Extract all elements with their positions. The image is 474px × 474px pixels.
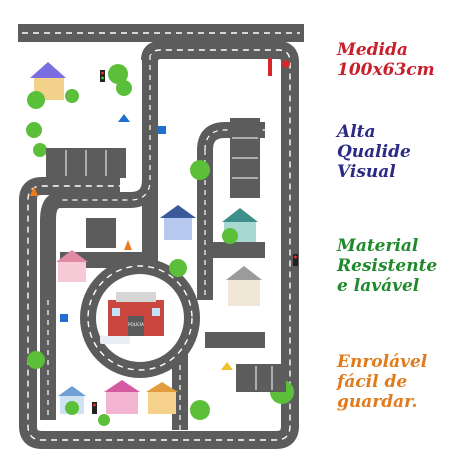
caption-roll-line-1: Enrolável bbox=[337, 352, 428, 372]
caption-roll-up: Enrolável fácil de guardar. bbox=[337, 352, 427, 412]
caption-roll-line-3: guardar. bbox=[337, 392, 418, 412]
caption-quality-line-2: Qualide bbox=[337, 142, 411, 162]
outer-loop-road bbox=[19, 41, 299, 449]
houses bbox=[30, 62, 262, 414]
caption-material: Material Resistente e lavável bbox=[337, 236, 437, 296]
caption-size: Medida 100x63cm bbox=[337, 40, 435, 80]
caption-material-line-2: Resistente bbox=[337, 256, 438, 276]
police-station: POLICIA bbox=[100, 292, 164, 344]
caption-material-line-3: e lavável bbox=[337, 276, 420, 296]
caption-quality-line-1: Alta bbox=[337, 122, 376, 142]
top-road bbox=[18, 24, 304, 42]
caption-size-line-1: Medida bbox=[337, 40, 408, 60]
caption-size-line-2: 100x63cm bbox=[337, 60, 435, 80]
caption-quality: Alta Qualide Visual bbox=[337, 122, 411, 182]
traffic-signs bbox=[30, 58, 298, 414]
caption-quality-line-3: Visual bbox=[337, 162, 396, 182]
parking-lines bbox=[65, 137, 273, 390]
caption-material-line-1: Material bbox=[337, 236, 419, 256]
police-sign: POLICIA bbox=[128, 322, 144, 327]
caption-roll-line-2: fácil de bbox=[337, 372, 408, 392]
